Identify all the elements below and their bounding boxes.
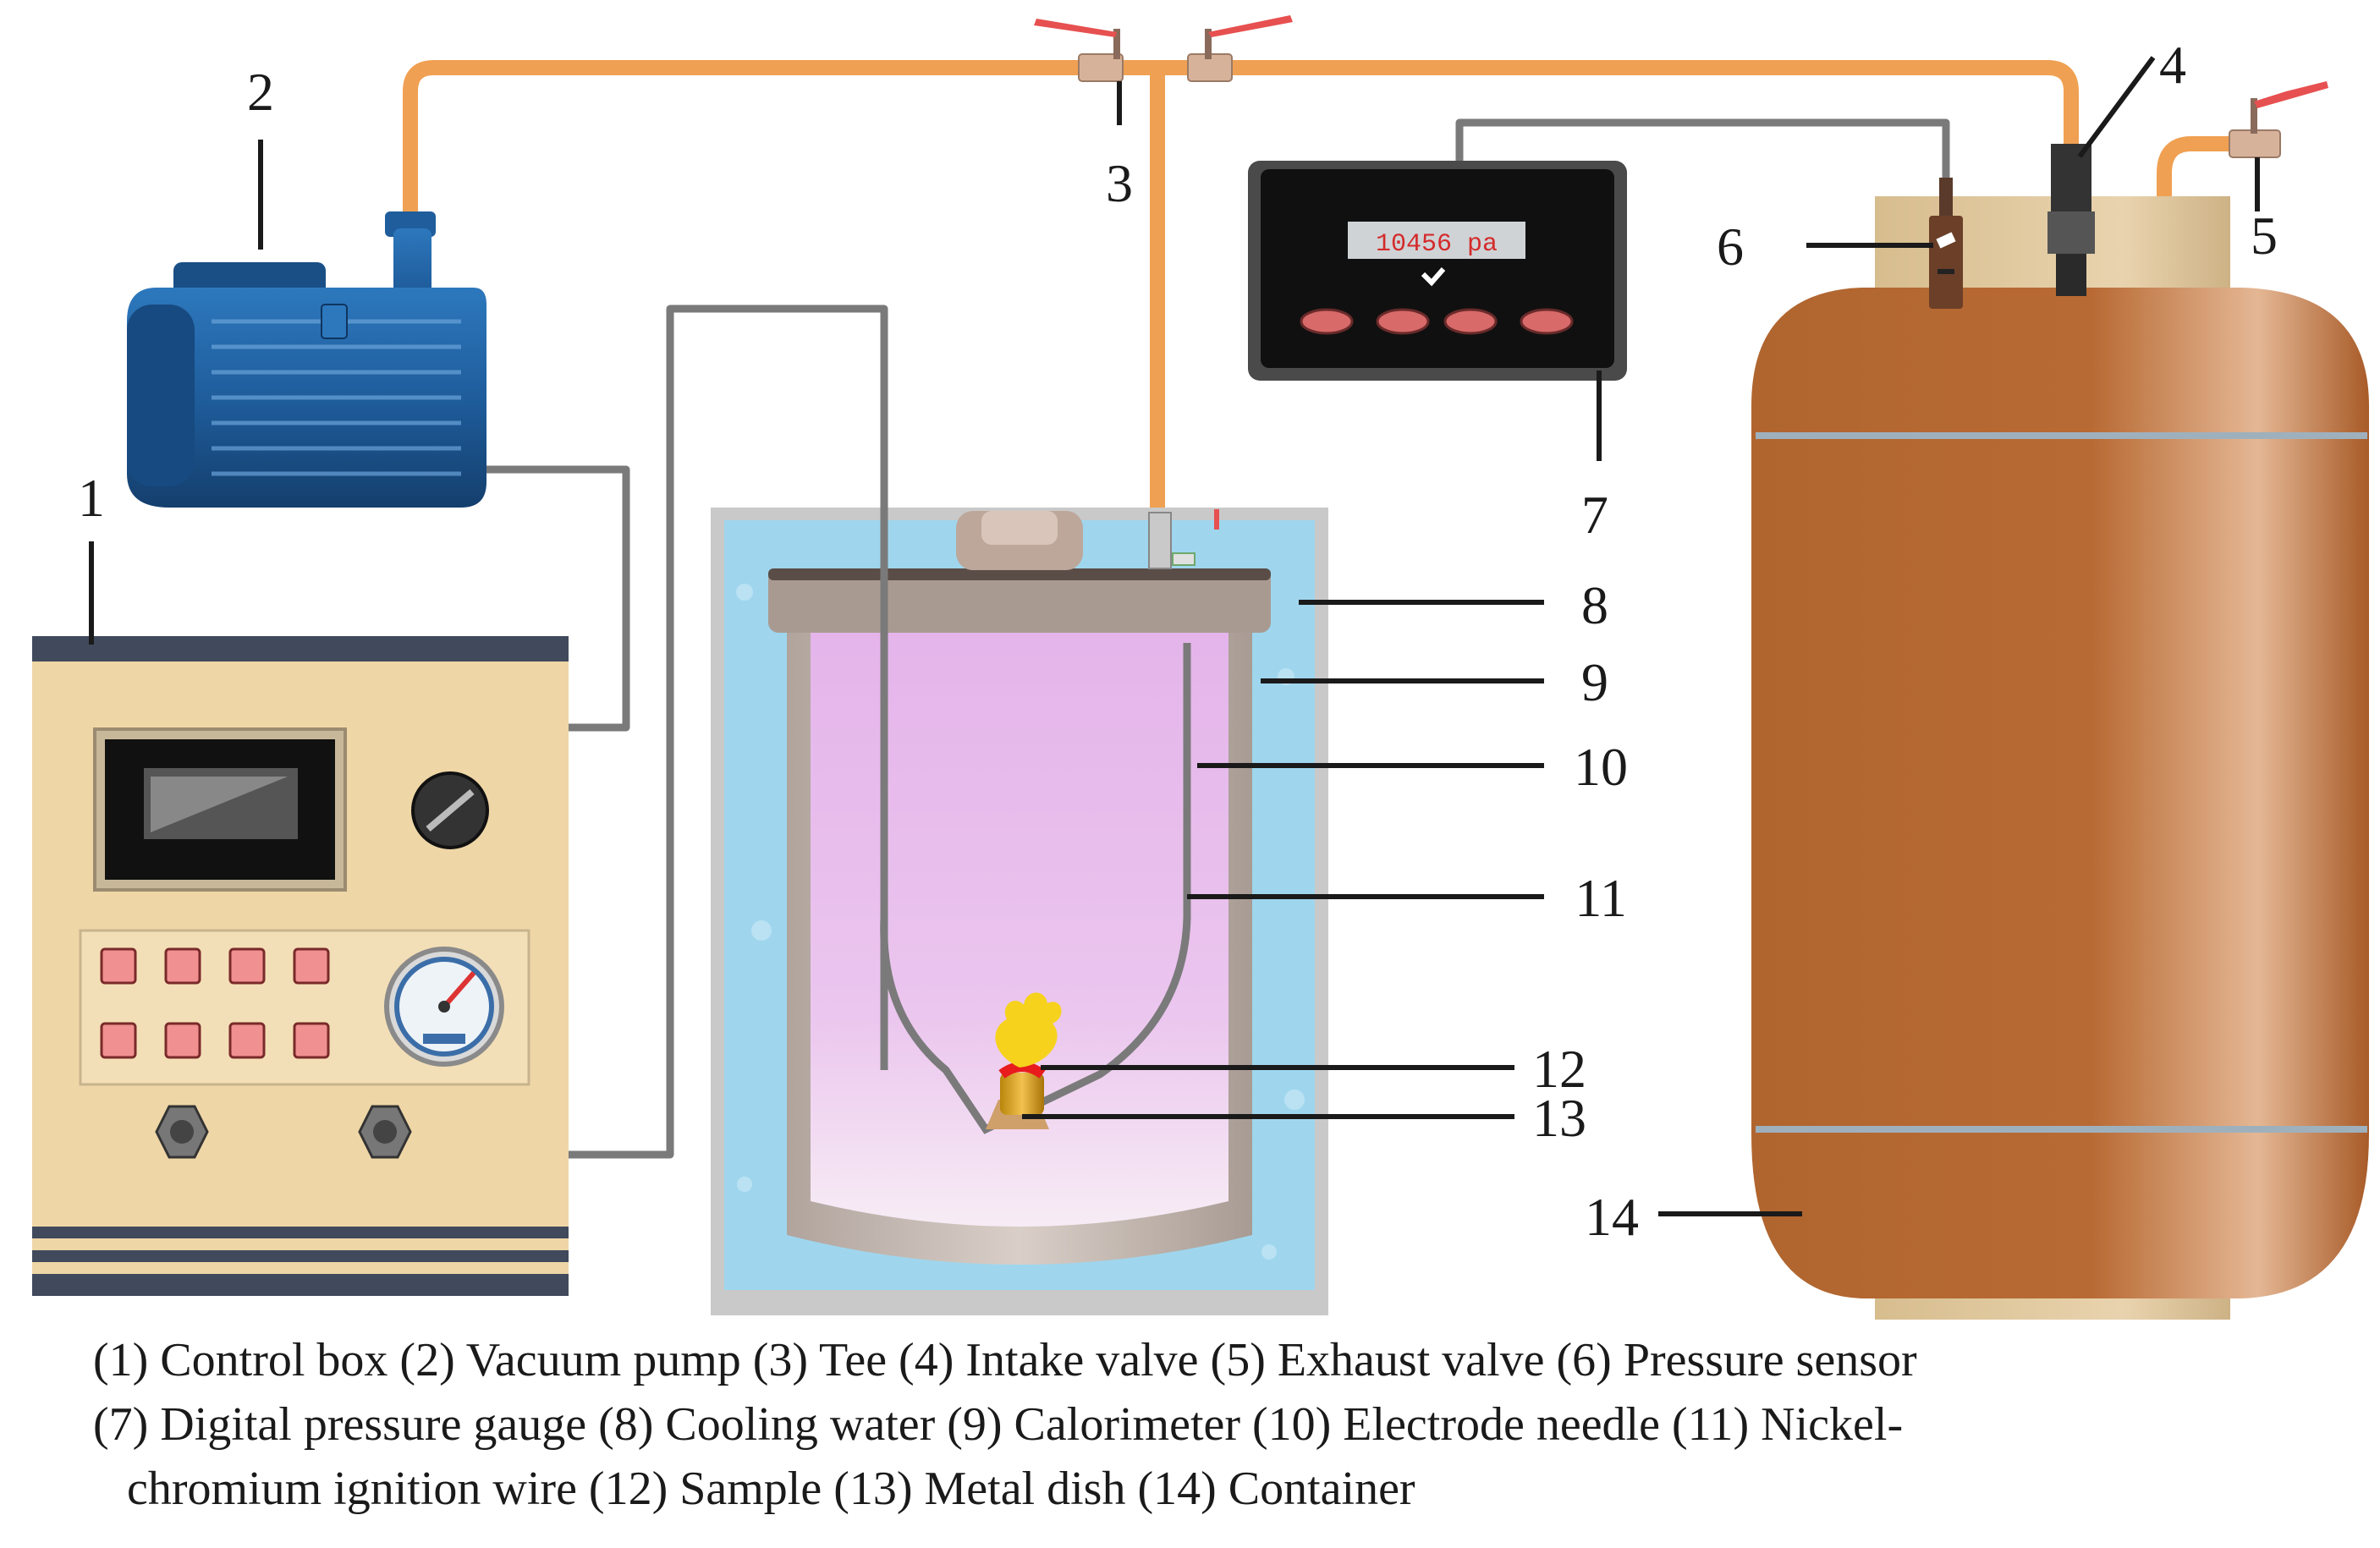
callout-3: 3	[1106, 153, 1133, 213]
callout-7: 7	[1581, 485, 1608, 545]
callout-numbers: 1 2 3 4 5 6 7 8 9 10 11 12 13 14	[78, 35, 2278, 1247]
caption-line-3: chromium ignition wire (12) Sample (13) …	[127, 1463, 1415, 1515]
exhaust-valve	[2229, 81, 2328, 158]
callout-lines	[89, 56, 2260, 1216]
callout-8: 8	[1581, 575, 1608, 635]
tee-valve-left	[1034, 19, 1124, 82]
caption-line-1: (1) Control box (2) Vacuum pump (3) Tee …	[93, 1334, 1917, 1386]
callout-12: 12	[1532, 1039, 1586, 1099]
pressure-sensor	[1929, 178, 1963, 309]
callout-9: 9	[1581, 652, 1608, 712]
callout-5: 5	[2251, 206, 2278, 266]
connector-port-right	[358, 1105, 412, 1159]
tee-valve-right	[1187, 15, 1293, 82]
callout-11: 11	[1575, 868, 1627, 928]
flame-icon	[995, 992, 1062, 1068]
intake-valve	[2047, 144, 2095, 296]
knob-icon	[411, 771, 489, 849]
callout-14: 14	[1585, 1187, 1639, 1247]
orange-pipes	[403, 60, 2267, 550]
callout-4: 4	[2159, 35, 2186, 95]
callout-6: 6	[1717, 217, 1744, 277]
container-vessel	[1751, 196, 2369, 1320]
figure-caption: (1) Control box (2) Vacuum pump (3) Tee …	[93, 1328, 2344, 1521]
calorimeter	[768, 509, 1271, 1265]
dial-gauge-icon	[384, 947, 504, 1067]
vacuum-pump	[127, 211, 486, 508]
connector-port-left	[155, 1105, 209, 1159]
callout-1: 1	[78, 468, 105, 528]
ignition-wire	[880, 643, 1191, 1134]
digital-pressure-gauge: 10456 pa	[1248, 161, 1627, 381]
callout-2: 2	[247, 62, 274, 122]
callout-13: 13	[1532, 1088, 1586, 1148]
control-box	[32, 636, 569, 1296]
callout-10: 10	[1574, 737, 1628, 797]
pressure-readout: 10456 pa	[1376, 230, 1498, 259]
caption-line-2: (7) Digital pressure gauge (8) Cooling w…	[93, 1398, 1904, 1451]
apparatus-diagram: 10456 pa	[32, 15, 2369, 1320]
